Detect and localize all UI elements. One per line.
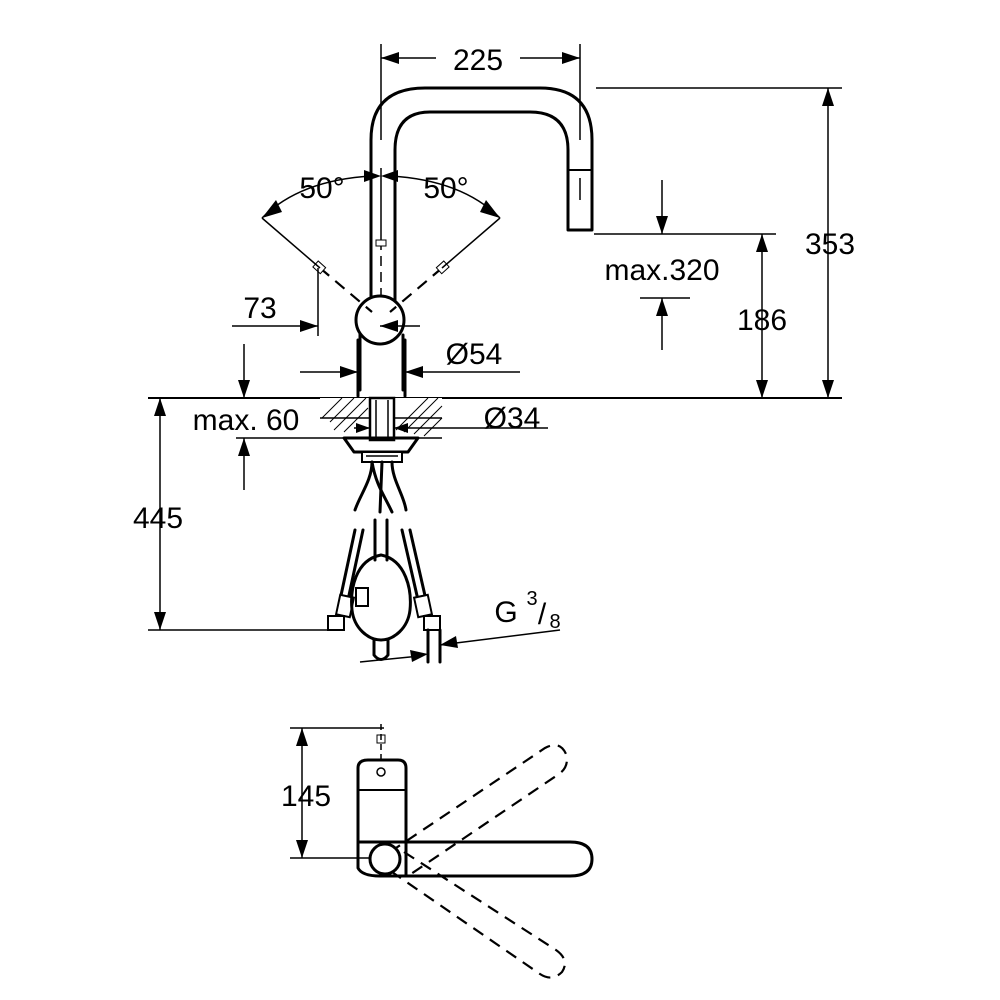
- faucet-side-view: [261, 86, 594, 398]
- dim-lever-height: 73: [243, 292, 276, 325]
- base-collar: [356, 338, 407, 398]
- dimension-lines: [148, 44, 842, 663]
- dim-deck-thickness: max. 60: [193, 404, 300, 437]
- lever-ball: [354, 294, 406, 346]
- supply-hoses: [327, 460, 442, 664]
- spout-swing-upper: [389, 743, 568, 877]
- lever-swing-left: [319, 267, 373, 313]
- dim-spout-reach: 225: [453, 44, 503, 77]
- lever-body-top: [356, 758, 408, 844]
- svg-text:/: /: [538, 598, 547, 631]
- dim-spout-height: 186: [737, 304, 787, 337]
- dim-max-height: max.320: [604, 254, 719, 287]
- dim-thread-prefix: G: [494, 596, 517, 629]
- dim-swivel-right: 50°: [423, 172, 468, 205]
- dim-thread-den: 8: [549, 611, 560, 633]
- dim-top-depth: 145: [281, 780, 331, 813]
- hose-weight: [350, 553, 412, 642]
- faucet-top-view: [290, 724, 594, 979]
- dim-hose-length: 445: [133, 502, 183, 535]
- dim-base-diameter: Ø54: [446, 338, 503, 371]
- lever-swing-right: [389, 267, 443, 313]
- dim-swivel-left: 50°: [299, 172, 344, 205]
- spout-swing-lower: [391, 851, 567, 979]
- mounting-shank: [342, 396, 420, 463]
- dim-thread-num: 3: [526, 588, 537, 610]
- dimension-labels: 225 353 max.320 186 73 Ø54 Ø34 max. 60 4…: [133, 44, 855, 813]
- spout-top: [379, 840, 594, 878]
- dim-total-height: 353: [805, 228, 855, 261]
- dim-hole-diameter: Ø34: [484, 402, 541, 435]
- spout-outer-outline: [358, 86, 594, 392]
